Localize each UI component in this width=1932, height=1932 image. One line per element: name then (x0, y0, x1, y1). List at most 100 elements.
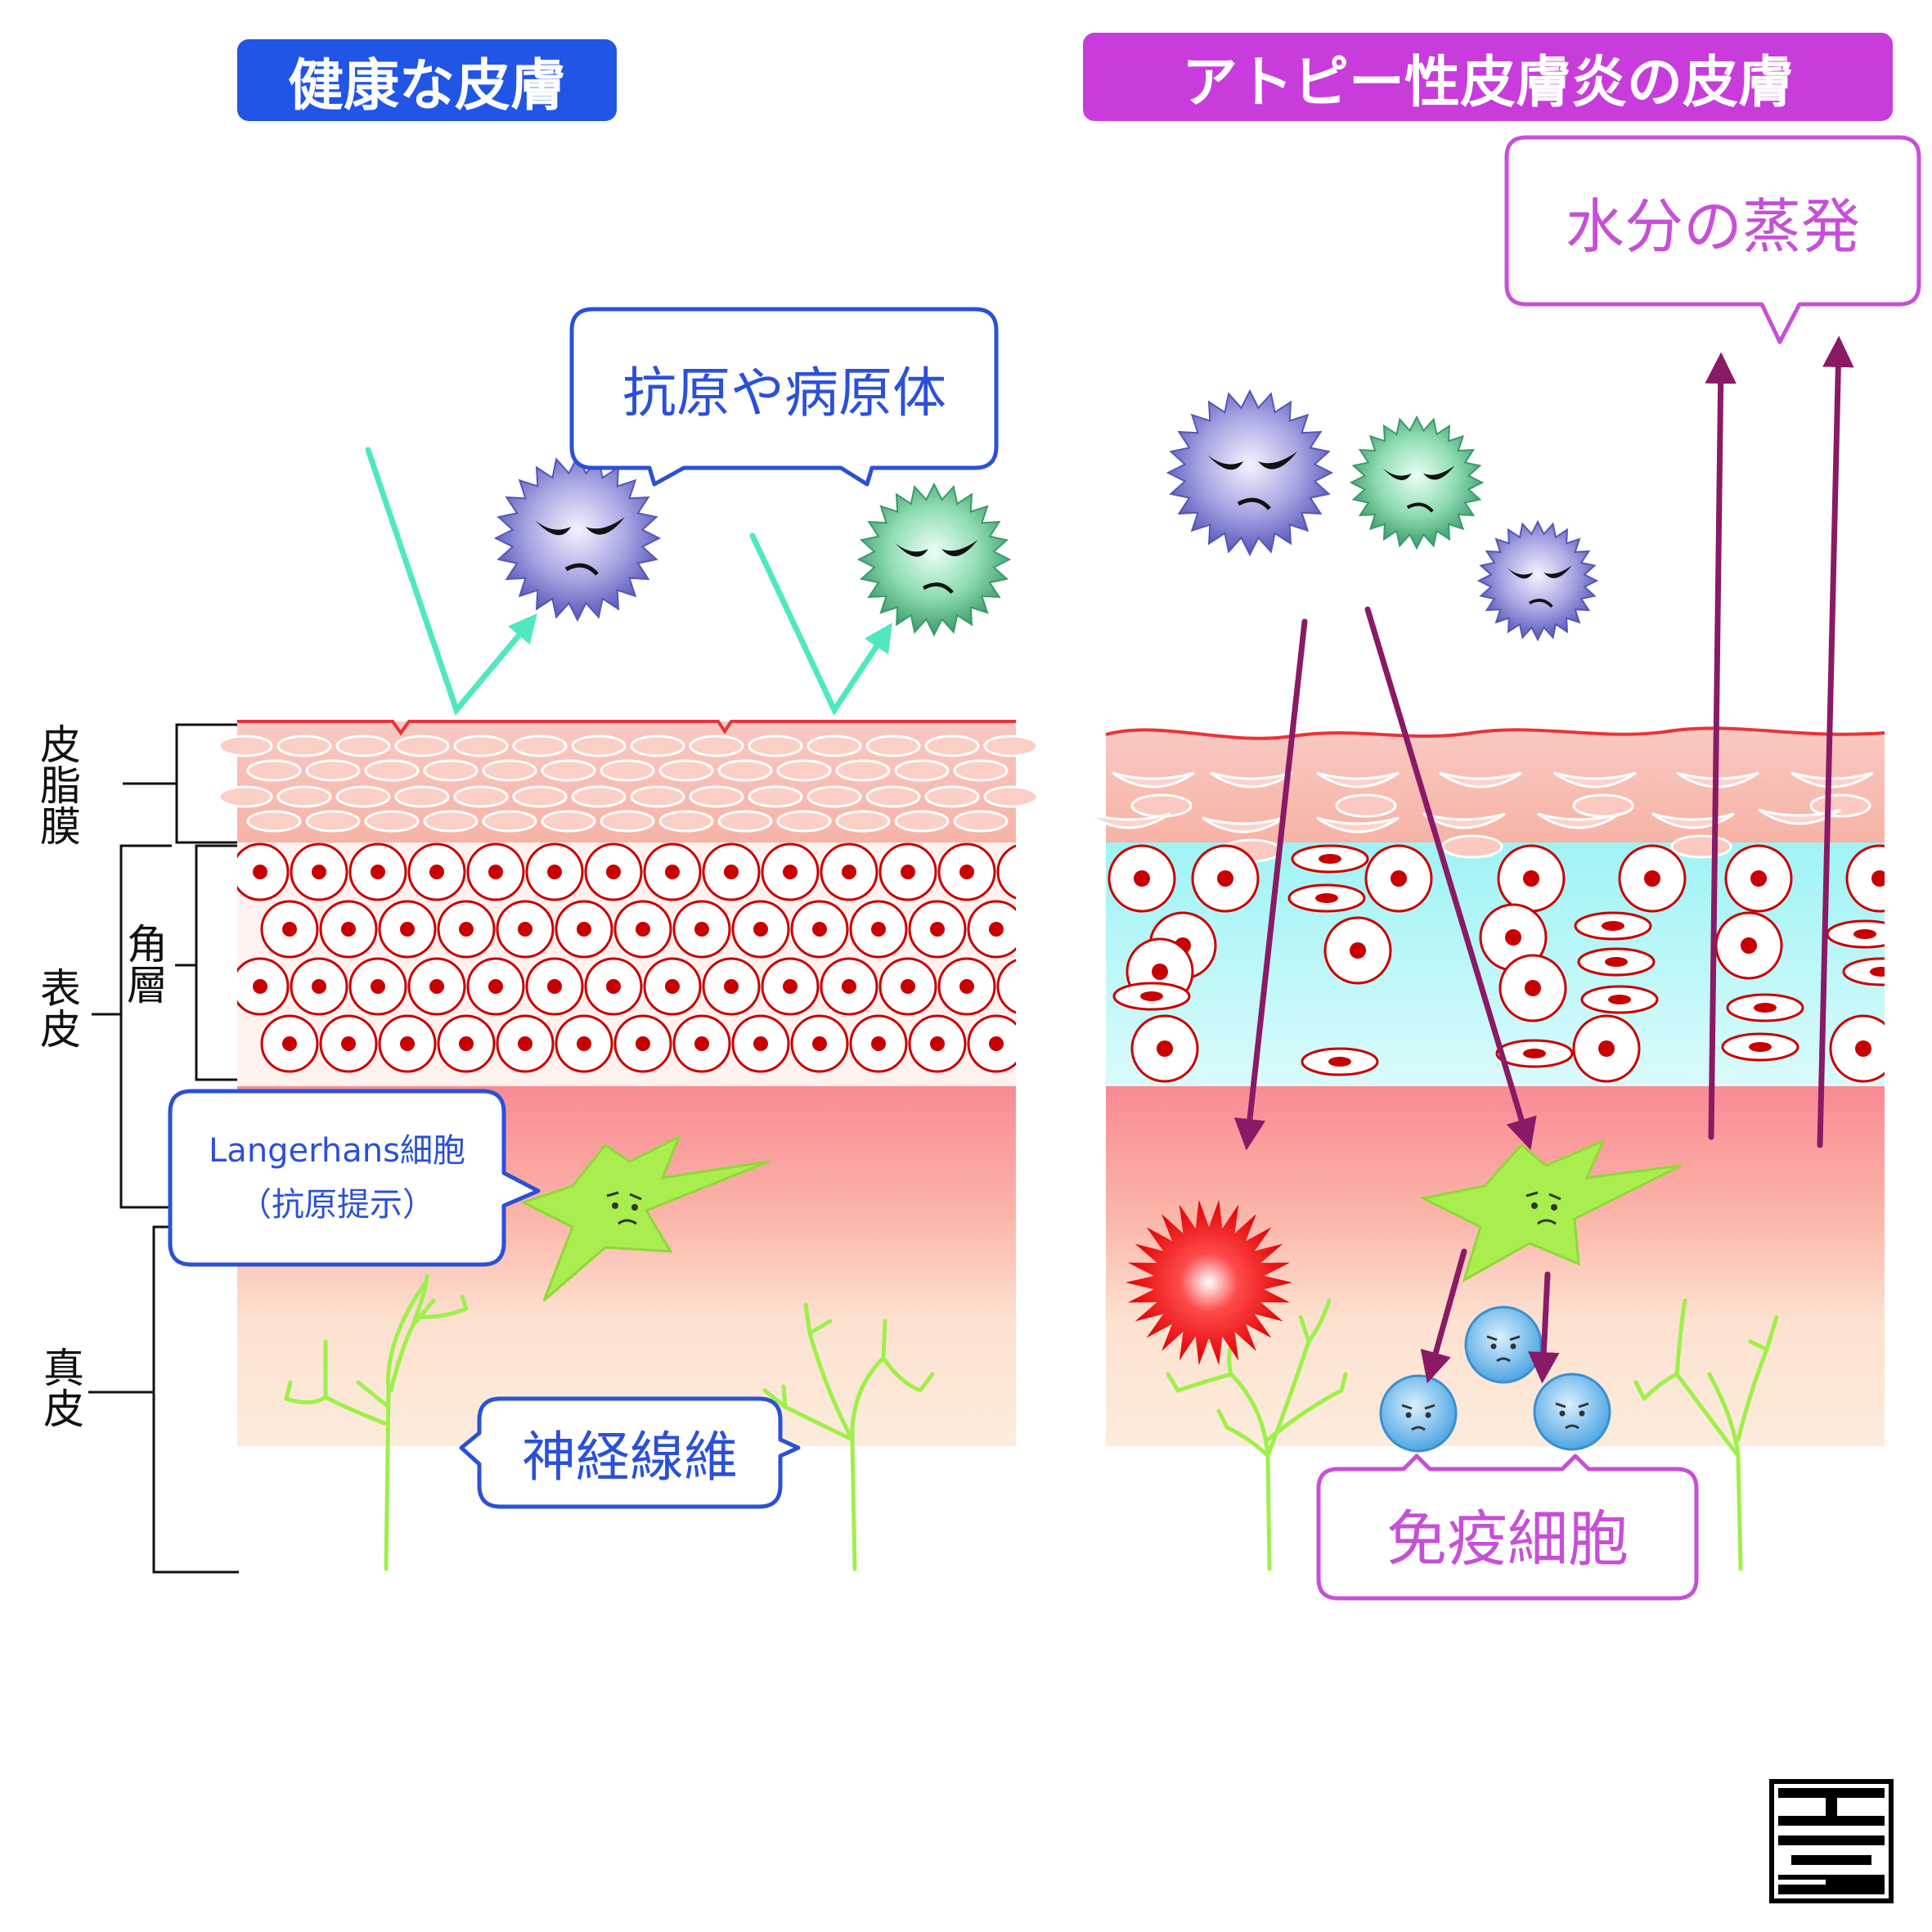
evaporation-callout-text: 水分の蒸発 (1565, 191, 1860, 261)
lipid-lamella (423, 810, 479, 833)
pathogen-mouth (564, 563, 599, 576)
corneocyte (1191, 844, 1260, 913)
lipid-lamella (717, 759, 773, 782)
lipid-lamella (218, 785, 273, 808)
corneocyte (348, 957, 407, 1016)
lipid-lamella (600, 810, 655, 833)
corneocyte (937, 842, 996, 901)
pathogen-eye-right (941, 540, 978, 556)
lipid-lamella (983, 785, 1039, 808)
corneocyte (555, 1014, 613, 1073)
lipid-lamella (218, 735, 273, 757)
flattened-corneocyte (1291, 844, 1369, 874)
corneocyte (967, 1014, 1016, 1073)
corneocyte (319, 900, 378, 959)
corneocyte-nucleus (1391, 870, 1407, 887)
corneocyte-nucleus (1140, 991, 1163, 1001)
corneocyte-nucleus (694, 1036, 709, 1051)
lipid-lamella (394, 785, 450, 808)
corneocyte (496, 1014, 555, 1073)
corneocyte (613, 1014, 672, 1073)
lipid-fragment (1130, 793, 1193, 818)
lipid-lamella (453, 735, 509, 757)
evaporation-callout-frame (1504, 135, 1921, 344)
lipid-fragment (1335, 793, 1397, 818)
corneocyte (613, 900, 672, 959)
corneocyte (937, 957, 996, 1016)
corneocyte-nucleus (842, 979, 856, 994)
corneocyte (996, 844, 1033, 900)
lipid-lamella (924, 735, 980, 757)
damaged-lipid-fragment (1087, 812, 1170, 829)
healthy-lipid-lamellae (218, 735, 1039, 833)
flattened-corneocyte (1495, 1039, 1574, 1068)
corneocyte-nucleus (753, 922, 768, 937)
corneocyte-nucleus (901, 865, 915, 879)
corneocyte-nucleus (871, 922, 886, 937)
lipid-lamella (953, 759, 1009, 782)
nerve-fibers (284, 1274, 1779, 1571)
corneocyte (555, 900, 613, 959)
lipid-fragment (1670, 834, 1732, 859)
corneocyte-nucleus (312, 979, 326, 994)
corneocyte-nucleus (1602, 921, 1624, 931)
antigen-callout-text: 抗原や病原体 (622, 362, 946, 425)
immune-cell-eye (1579, 1410, 1585, 1417)
corneocyte (908, 1014, 967, 1073)
corneocyte-nucleus (989, 1036, 1004, 1051)
atopic-skin-surface (1105, 726, 1885, 740)
flattened-corneocyte (1287, 883, 1366, 913)
corneocyte (702, 842, 761, 901)
corneocyte-nucleus (930, 922, 945, 937)
lipid-lamella (748, 785, 803, 808)
corneocyte (878, 842, 937, 901)
corneocyte-nucleus (488, 979, 503, 994)
langerhans-cell-healthy (520, 1134, 770, 1302)
lipid-lamella (658, 810, 714, 833)
lipid-lamella (835, 810, 891, 833)
damaged-lipid-fragment (1537, 812, 1620, 829)
corneocyte-nucleus (665, 979, 680, 994)
corneocyte (1724, 844, 1793, 913)
damaged-lipid-fragment (1112, 771, 1195, 789)
lipid-lamella (600, 759, 655, 782)
immune-cell-eye (1510, 1343, 1516, 1350)
bracket-sebum (123, 723, 237, 844)
pathogen-mouth (923, 582, 954, 595)
corneocyte (849, 900, 908, 959)
corneocyte (584, 842, 643, 901)
flattened-corneocyte (1826, 919, 1885, 949)
flattened-corneocyte (1580, 985, 1659, 1014)
corneocyte (1714, 911, 1783, 980)
lipid-lamella (571, 735, 627, 757)
corneocyte-nucleus (1018, 865, 1033, 879)
lipid-lamella (541, 759, 596, 782)
corneocyte (1130, 1014, 1199, 1083)
atopic-nerve-fiber-2 (1633, 1298, 1779, 1571)
evaporation-arrow-2 (1817, 335, 1854, 1148)
corneocyte (702, 957, 761, 1016)
blue-pathogen (1166, 389, 1334, 557)
corneocyte-nucleus (1217, 870, 1233, 887)
corneocyte-nucleus (1644, 870, 1660, 887)
pathogens (493, 389, 1599, 642)
penetrate-arrow-2 (1364, 606, 1537, 1151)
corneocyte-nucleus (1754, 1003, 1777, 1013)
immune-cell-mouth (1411, 1426, 1426, 1431)
damaged-lipid-fragment (1316, 816, 1400, 833)
lipid-lamella (658, 759, 714, 782)
immune-cells-group (1379, 1305, 1611, 1453)
corneocyte-nucleus (1750, 870, 1767, 887)
corneocyte (290, 842, 348, 901)
langerhans-cell-atopic (1419, 1139, 1682, 1283)
corneocyte (643, 957, 702, 1016)
evaporation-arrow-1 (1705, 352, 1737, 1140)
inflammation-burst (1126, 1199, 1292, 1366)
corneocyte (1364, 844, 1433, 913)
corneocyte-nucleus (341, 1036, 356, 1051)
corneocyte-nucleus (606, 865, 621, 879)
immune-cell-eye (1490, 1343, 1497, 1350)
activate-arrow-2 (1528, 1271, 1560, 1384)
corneocyte (496, 900, 555, 959)
corneocyte-nucleus (901, 979, 915, 994)
